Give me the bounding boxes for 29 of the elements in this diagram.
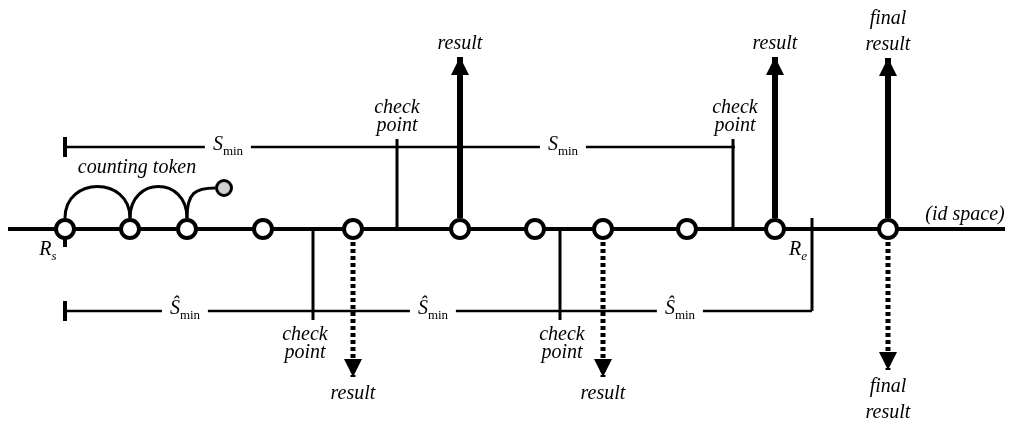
result-label: result [568,379,638,405]
node-circle [764,218,786,240]
token-path [128,185,189,219]
result-label: result [425,29,495,55]
node-circle [676,218,698,240]
node-circle [592,218,614,240]
arrow [879,58,897,218]
node-circle [252,218,274,240]
arrow [451,57,469,218]
node-circle [342,218,364,240]
node-circle [449,218,471,240]
node-circle [54,218,76,240]
result-label: final result [857,372,919,424]
token-path [185,186,216,219]
node-circle [119,218,141,240]
node-circle [877,218,899,240]
arrow [879,242,897,370]
arrow [594,242,612,377]
range-start-label: R$_{s}$ [39,239,57,265]
result-label: result [318,379,388,405]
arrow [766,57,784,218]
node-circle [176,218,198,240]
token-path [63,185,132,219]
token-circle [215,179,233,197]
range-end-label: R$_{e}$ [789,239,807,265]
result-label: final result [857,4,919,56]
arrow [344,242,362,377]
node-circle [524,218,546,240]
result-label: result [740,29,810,55]
